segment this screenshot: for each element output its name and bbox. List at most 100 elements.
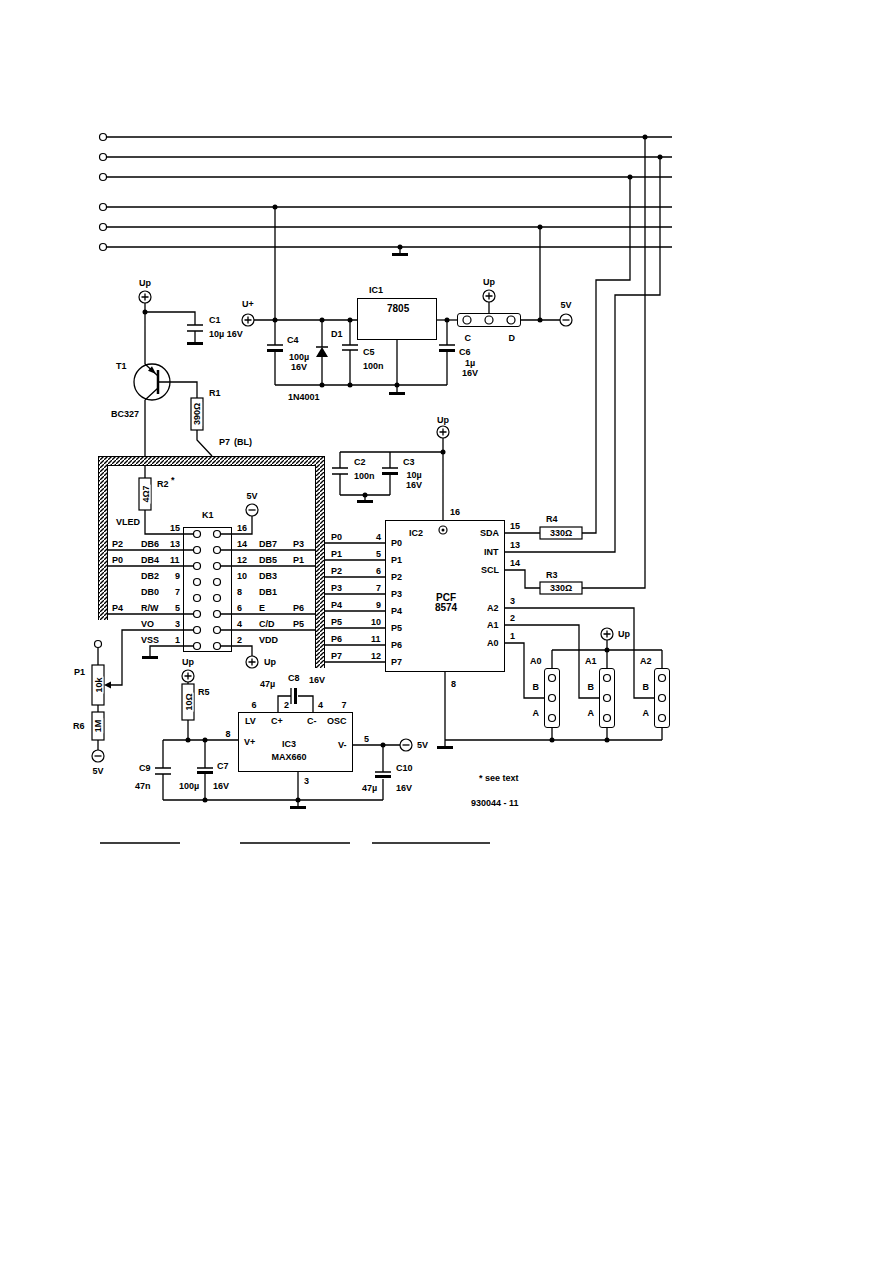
- backlight-transistor: [139, 478, 151, 510]
- regulator-circuit: [439, 320, 455, 385]
- expander-wiring: [605, 738, 610, 743]
- circuit-label: 5: [375, 549, 382, 559]
- lcd-connector-wiring: [246, 656, 258, 668]
- circuit-label: 2: [509, 613, 516, 623]
- supply-rails: [100, 204, 107, 211]
- regulator-circuit: [245, 317, 252, 324]
- circuit-label: P1: [73, 667, 86, 677]
- circuit-label: P2: [111, 539, 124, 549]
- backlight-transistor: [134, 291, 212, 534]
- lcd-connector-wiring: [214, 579, 221, 586]
- circuit-label: 47µ: [361, 783, 378, 793]
- expander-wiring: [601, 628, 613, 640]
- circuit-label: 1N4001: [287, 392, 321, 402]
- lcd-connector-wiring: [194, 611, 201, 618]
- lcd-connector-wiring: [214, 611, 221, 618]
- supply-rails: [100, 154, 107, 161]
- circuit-label: 15: [169, 523, 181, 533]
- expander-wiring: [605, 648, 610, 653]
- jumper-block: A1BA: [599, 668, 615, 728]
- circuit-label: 2: [283, 700, 290, 710]
- circuit-label: 390Ω: [192, 402, 202, 426]
- node-label: IC3: [281, 739, 297, 749]
- circuit-label: V+: [243, 737, 256, 747]
- regulator-circuit: [489, 302, 560, 320]
- charge-pump-circuit: [381, 743, 386, 748]
- circuit-label: P4: [330, 600, 343, 610]
- charge-pump-circuit: [185, 673, 192, 680]
- circuit-label: 4: [317, 700, 324, 710]
- circuit-label: C-: [306, 716, 318, 726]
- regulator-circuit: [483, 290, 495, 302]
- expander-wiring: [382, 472, 398, 475]
- footer-rule: [100, 842, 490, 843]
- lcd-connector-wiring: [214, 547, 221, 554]
- regulator-circuit: [486, 293, 493, 300]
- circuit-label: 9: [375, 600, 382, 610]
- circuit-label: LV: [244, 716, 257, 726]
- charge-pump-circuit: [294, 688, 297, 704]
- lcd-connector-wiring: [104, 682, 111, 689]
- circuit-label: P3: [330, 583, 343, 593]
- charge-pump-circuit: [400, 739, 412, 751]
- i2c-wiring: [540, 527, 582, 539]
- circuit-label: Up: [138, 278, 152, 288]
- circuit-label: R/W: [140, 603, 160, 613]
- charge-pump-circuit: [155, 670, 412, 809]
- charge-pump-circuit: [278, 688, 313, 712]
- circuit-label: P5: [292, 619, 305, 629]
- circuit-label: VLED: [115, 517, 141, 527]
- circuit-label: P3: [292, 539, 305, 549]
- expander-wiring: [549, 675, 556, 682]
- lcd-connector-wiring: [214, 595, 221, 602]
- lcd-connector-wiring: [142, 656, 158, 659]
- lcd-connector-wiring: [221, 550, 316, 630]
- circuit-label: 12: [236, 555, 248, 565]
- node-label: B: [587, 682, 596, 692]
- lcd-connector-wiring: [194, 595, 201, 602]
- circuit-label: C8: [287, 673, 301, 683]
- expander-wiring: [440, 429, 447, 436]
- circuit-label: Up: [263, 657, 277, 667]
- circuit-label: 4: [375, 532, 382, 542]
- charge-pump-circuit: [290, 806, 306, 809]
- circuit-label: DB2: [140, 571, 160, 581]
- circuit-label: A2: [486, 603, 500, 613]
- circuit-label: C+: [270, 716, 284, 726]
- circuit-label: 330Ω: [549, 583, 573, 593]
- charge-pump-circuit: [203, 738, 208, 743]
- backlight-transistor: [145, 510, 194, 534]
- expander-wiring: [332, 438, 443, 520]
- circuit-label: VO: [140, 619, 155, 629]
- node-label: A: [642, 708, 651, 718]
- charge-pump-circuit: [296, 798, 301, 803]
- expander-wiring: [325, 543, 385, 662]
- backlight-transistor: [139, 291, 151, 303]
- circuit-label: 100µ: [178, 781, 200, 791]
- regulator-circuit: [485, 316, 493, 324]
- circuit-label: 8: [450, 679, 457, 689]
- expander-wiring: [441, 450, 446, 455]
- jumper-block: A0BA: [544, 668, 560, 728]
- regulator-circuit: [273, 318, 278, 323]
- circuit-label: P5: [390, 623, 403, 633]
- circuit-label: P2: [390, 572, 403, 582]
- circuit-label: 16V: [395, 783, 413, 793]
- circuit-label: 11: [169, 555, 181, 565]
- circuit-label: 14: [236, 539, 248, 549]
- circuit-label: 11: [370, 634, 382, 644]
- lcd-connector-wiring: [194, 563, 201, 570]
- charge-pump-circuit: [375, 775, 391, 778]
- lcd-connector-wiring: [249, 509, 256, 510]
- circuit-label: R5: [197, 687, 211, 697]
- backlight-transistor: [191, 398, 203, 430]
- backlight-transistor: [145, 303, 203, 364]
- circuit-label: 5: [174, 603, 181, 613]
- wire-connector: [505, 625, 599, 698]
- circuit-label: C3: [402, 457, 416, 467]
- circuit-label: P4: [111, 603, 124, 613]
- expander-wiring: [549, 715, 556, 722]
- circuit-label: C6: [458, 347, 472, 357]
- circuit-label: C/D: [258, 619, 276, 629]
- circuit-label: DB4: [140, 555, 160, 565]
